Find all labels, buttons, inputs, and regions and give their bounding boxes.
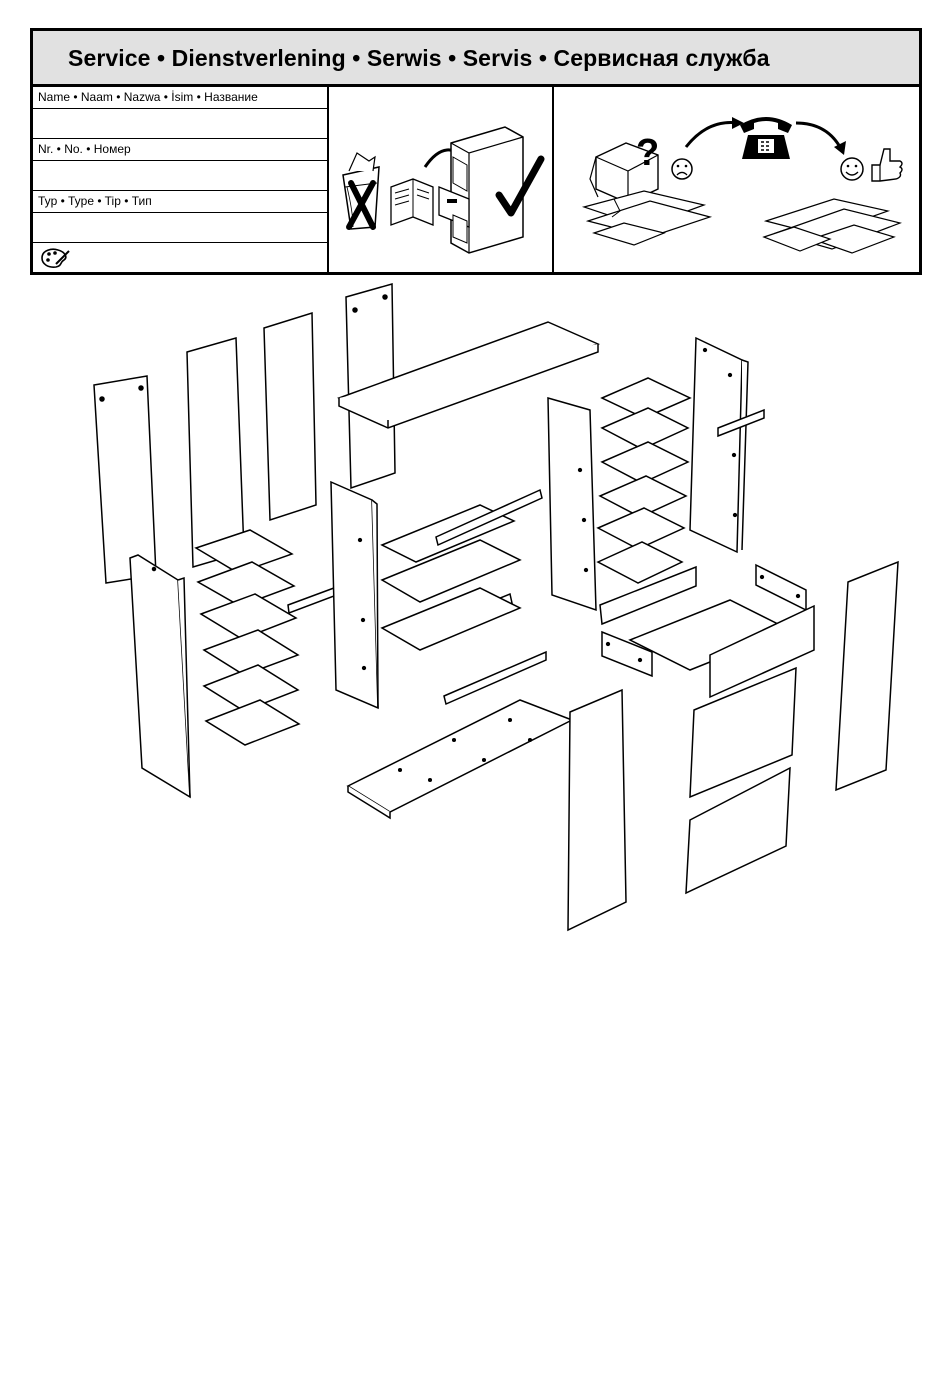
name-field[interactable] [33, 109, 327, 139]
type-field[interactable] [33, 213, 327, 243]
name-label: Name • Naam • Nazwa • İsim • Название [33, 87, 327, 107]
side-panel-left-back [94, 376, 156, 583]
rail-bottom [444, 652, 546, 704]
number-label-row: Nr. • No. • Номер [33, 139, 327, 161]
service-title: Service • Dienstverlening • Serwis • Ser… [68, 45, 770, 72]
service-header: Service • Dienstverlening • Serwis • Ser… [33, 31, 919, 87]
type-label: Typ • Type • Tip • Тип [33, 191, 327, 211]
service-box: Service • Dienstverlening • Serwis • Ser… [30, 28, 922, 275]
service-form: Name • Naam • Nazwa • İsim • Название Nr… [33, 87, 329, 272]
palette-icon [38, 246, 72, 270]
exploded-parts-drawing [0, 280, 950, 940]
back-panel-2 [264, 313, 316, 520]
right-shelves [598, 378, 690, 583]
number-label: Nr. • No. • Номер [33, 139, 327, 159]
manual-booklet-icon [391, 179, 433, 225]
number-field[interactable] [33, 161, 327, 191]
keep-packaging-illustration [329, 87, 554, 272]
name-label-row: Name • Naam • Nazwa • İsim • Название [33, 87, 327, 109]
divider-panel-right [548, 398, 596, 610]
base-side-panel [568, 690, 626, 930]
center-shelves [382, 490, 542, 650]
call-service-illustration: ? [554, 87, 919, 272]
side-panel-left-front [130, 555, 190, 797]
discard-x-icon [343, 153, 379, 229]
sad-face-icon [672, 159, 692, 179]
thumbs-up-icon [872, 149, 902, 181]
type-label-row: Typ • Type • Tip • Тип [33, 191, 327, 213]
divider-panel-left [331, 482, 378, 708]
question-icon: ? [636, 132, 659, 174]
telephone-icon [740, 117, 792, 159]
end-panel-right [836, 562, 898, 790]
back-panel-1 [187, 338, 244, 567]
side-panel-right [690, 338, 748, 552]
drawer-back [756, 565, 806, 610]
filing-cabinet-icon [439, 127, 523, 253]
happy-face-icon [841, 158, 863, 180]
bottom-board [348, 700, 572, 818]
